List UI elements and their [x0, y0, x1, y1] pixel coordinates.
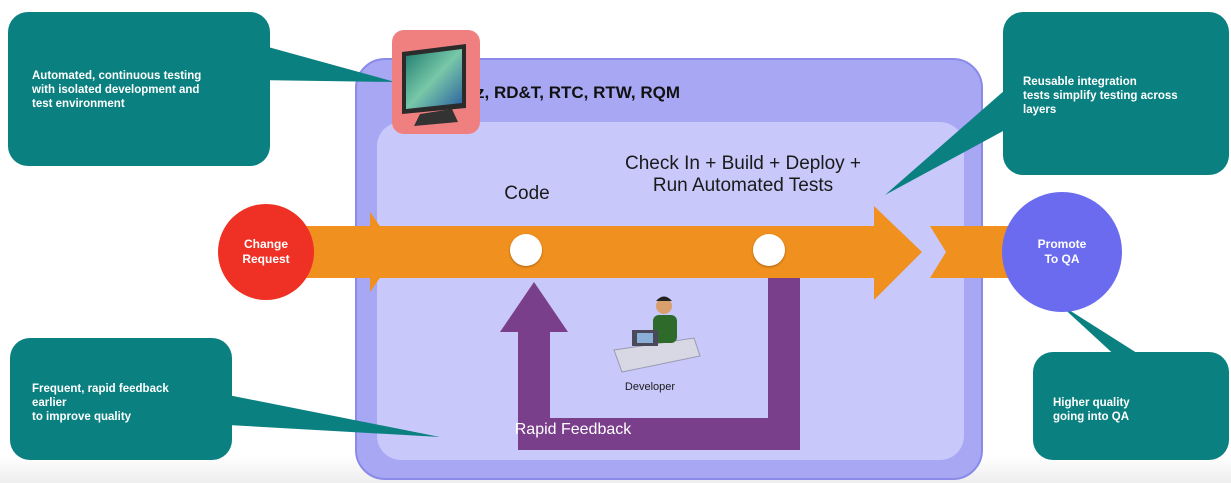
promote-to-qa-node: Promote To QA [1002, 192, 1122, 312]
workspace-panel [377, 122, 964, 460]
feedback-arrow [500, 262, 800, 450]
rapid-feedback-label: Rapid Feedback [514, 421, 632, 438]
tail-frequent [228, 395, 440, 437]
tail-quality [1058, 303, 1148, 360]
callout-automated: Automated, continuous testing with isola… [8, 12, 270, 166]
tools-label: z, RD&T, RTC, RTW, RQM [476, 83, 680, 102]
output-arrow [930, 226, 1010, 278]
developer-label: Developer [624, 381, 676, 393]
callout-frequent: Frequent, rapid feedback earlier to impr… [10, 338, 232, 460]
checkin-label: Check In + Build + Deploy + Run Automate… [624, 153, 862, 196]
tail-reusable [885, 90, 1005, 195]
callout-quality: Higher quality going into QA [1033, 352, 1229, 460]
tail-automated [250, 42, 395, 82]
change-request-node: Change Request [218, 204, 314, 300]
test-stage-dot [753, 234, 785, 266]
callout-reusable: Reusable integration tests simplify test… [1003, 12, 1229, 175]
pipeline-arrow [378, 206, 922, 300]
code-stage-dot [510, 234, 542, 266]
code-label: Code [504, 183, 550, 204]
